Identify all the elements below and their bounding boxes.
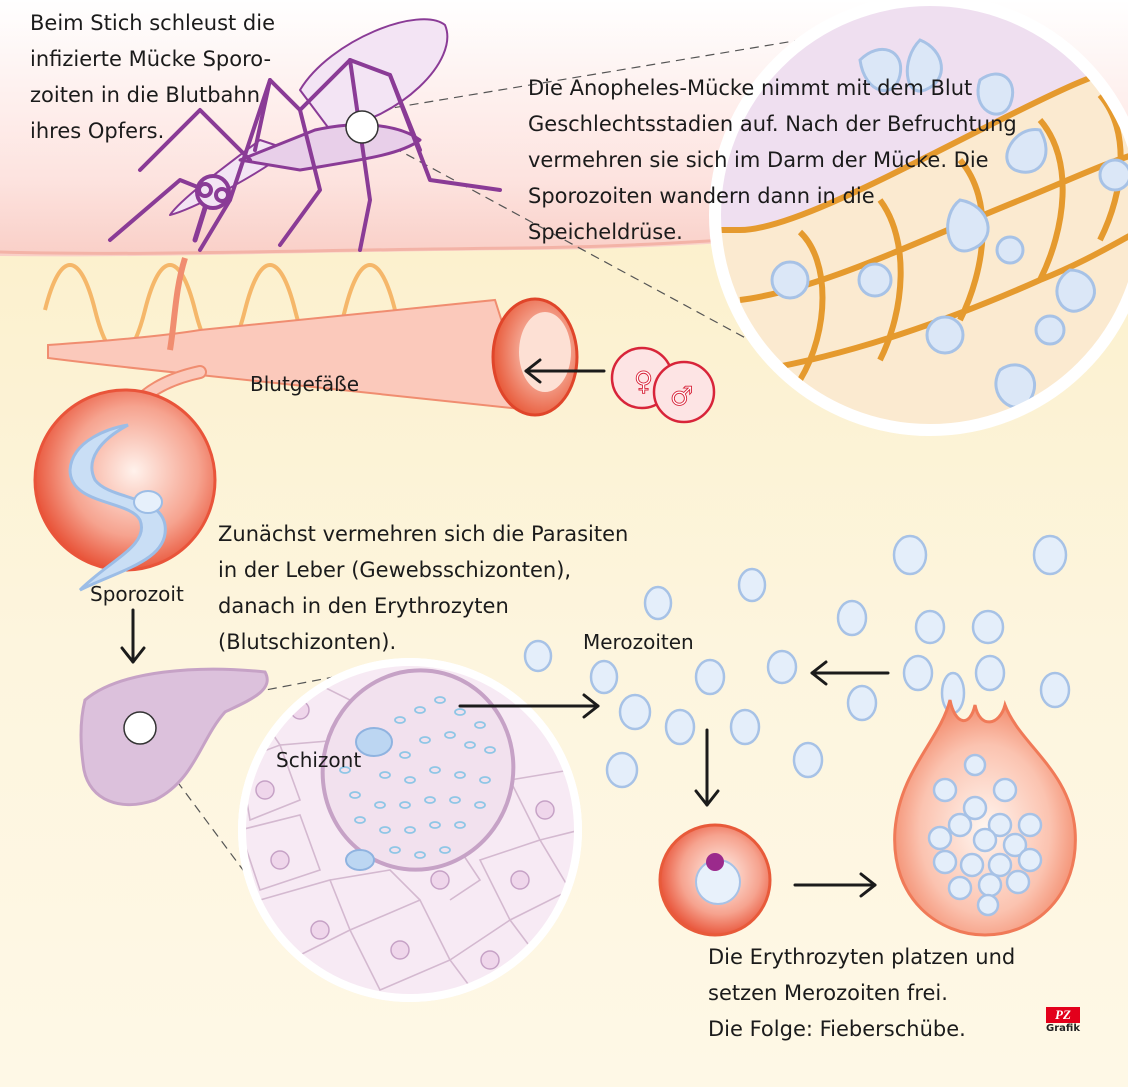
anopheles-text: Die Anopheles-Mücke nimmt mit dem Blut G… xyxy=(528,76,1017,244)
gametocytes xyxy=(610,346,716,424)
male-symbol: ♂ xyxy=(670,382,693,412)
logo-brand: PZ xyxy=(1046,1007,1080,1023)
infected-erythrocyte xyxy=(658,823,772,937)
bursting-erythrocyte xyxy=(893,699,1077,937)
sporozoite-label: Sporozoit xyxy=(90,582,184,606)
schizont-label: Schizont xyxy=(276,748,362,772)
merozoites xyxy=(523,534,1071,789)
arrows xyxy=(120,358,890,898)
liver-zoom xyxy=(238,658,582,1002)
female-symbol: ♀ xyxy=(634,367,653,397)
sporozoite-cell xyxy=(33,388,217,592)
mosquito-zoom-marker xyxy=(345,110,379,144)
erythrocytes-text: Die Erythrozyten platzen und setzen Mero… xyxy=(708,945,1016,1041)
merozoites-label: Merozoiten xyxy=(583,630,694,654)
logo-sub: Grafik xyxy=(1046,1023,1080,1034)
pz-grafik-logo: PZ Grafik xyxy=(1046,1007,1080,1035)
mosquito-bite-text: Beim Stich schleust die infizierte Mücke… xyxy=(30,11,276,143)
mosquito-gut-zoom xyxy=(709,0,1128,436)
liver xyxy=(79,667,269,806)
liver-text: Zunächst vermehren sich die Parasiten in… xyxy=(218,522,629,654)
blood-vessels-label: Blutgefäße xyxy=(250,372,359,396)
